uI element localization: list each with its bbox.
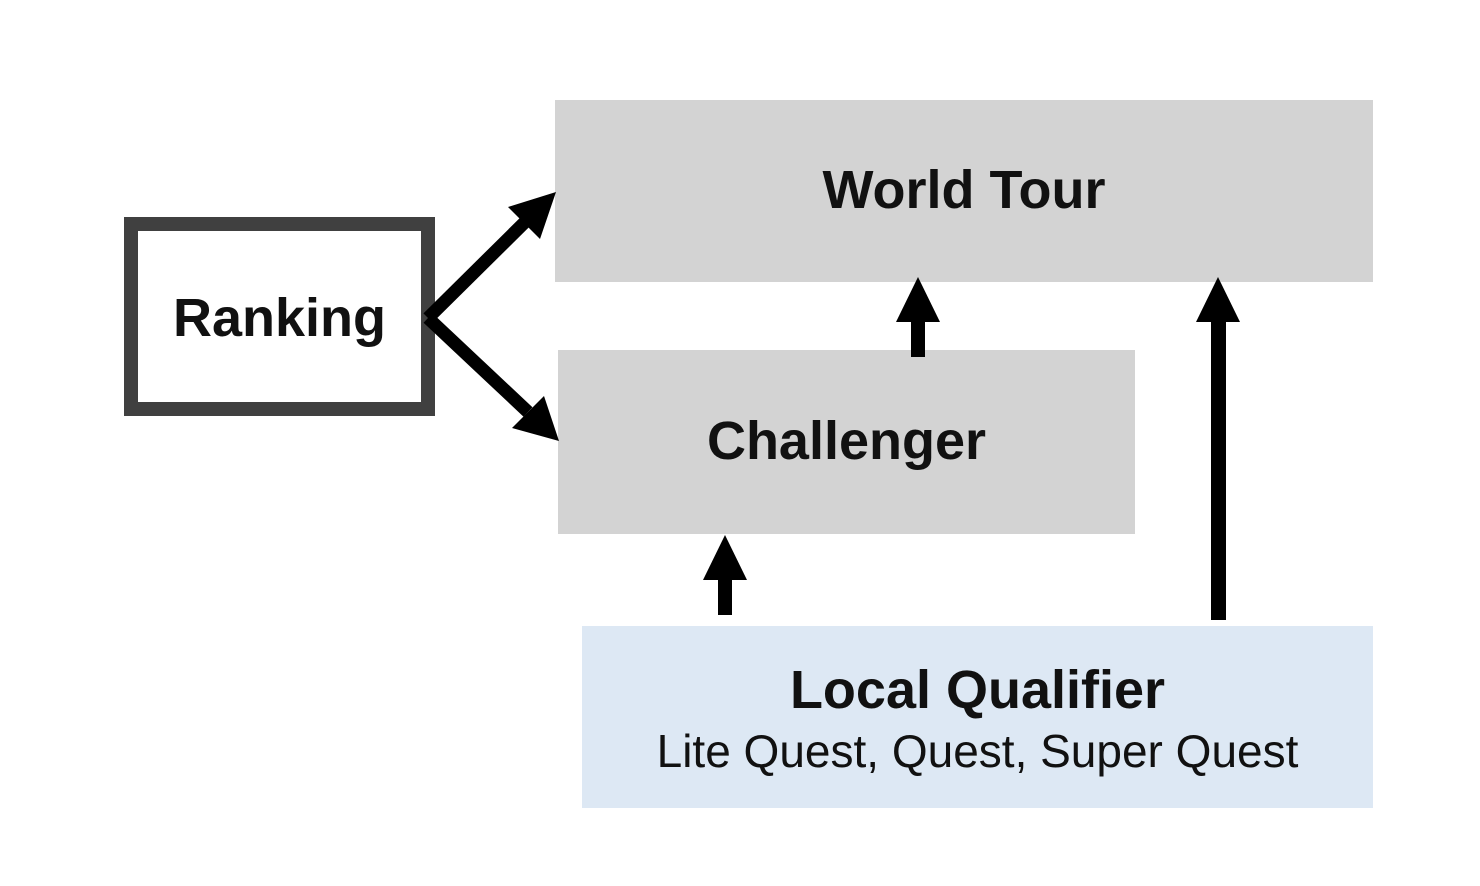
arrow-shaft (423, 217, 530, 323)
arrow-shaft (718, 578, 732, 615)
arrow-head (508, 192, 556, 239)
world-tour-node: World Tour (555, 100, 1373, 282)
ranking-node: Ranking (124, 217, 435, 416)
arrow-head (896, 277, 940, 322)
arrow-local-qualifier-to-world-tour (1196, 277, 1240, 620)
arrow-ranking-to-challenger (423, 313, 559, 441)
arrow-head (1196, 277, 1240, 322)
ranking-label: Ranking (172, 287, 387, 348)
arrow-shaft (1211, 320, 1226, 620)
local-qualifier-node: Local Qualifier Lite Quest, Quest, Super… (582, 626, 1373, 808)
arrow-ranking-to-world-tour (423, 192, 556, 323)
arrow-head (703, 535, 747, 580)
arrow-local-qualifier-to-challenger (703, 535, 747, 615)
local-qualifier-label: Local Qualifier (789, 659, 1166, 720)
challenger-label: Challenger (706, 411, 987, 472)
local-qualifier-sublabel: Lite Quest, Quest, Super Quest (656, 725, 1299, 778)
arrow-challenger-to-world-tour (896, 277, 940, 357)
arrow-shaft (911, 320, 925, 357)
world-tour-label: World Tour (822, 160, 1106, 221)
challenger-node: Challenger (558, 350, 1135, 534)
arrow-head (512, 396, 559, 441)
arrow-shaft (423, 313, 533, 417)
